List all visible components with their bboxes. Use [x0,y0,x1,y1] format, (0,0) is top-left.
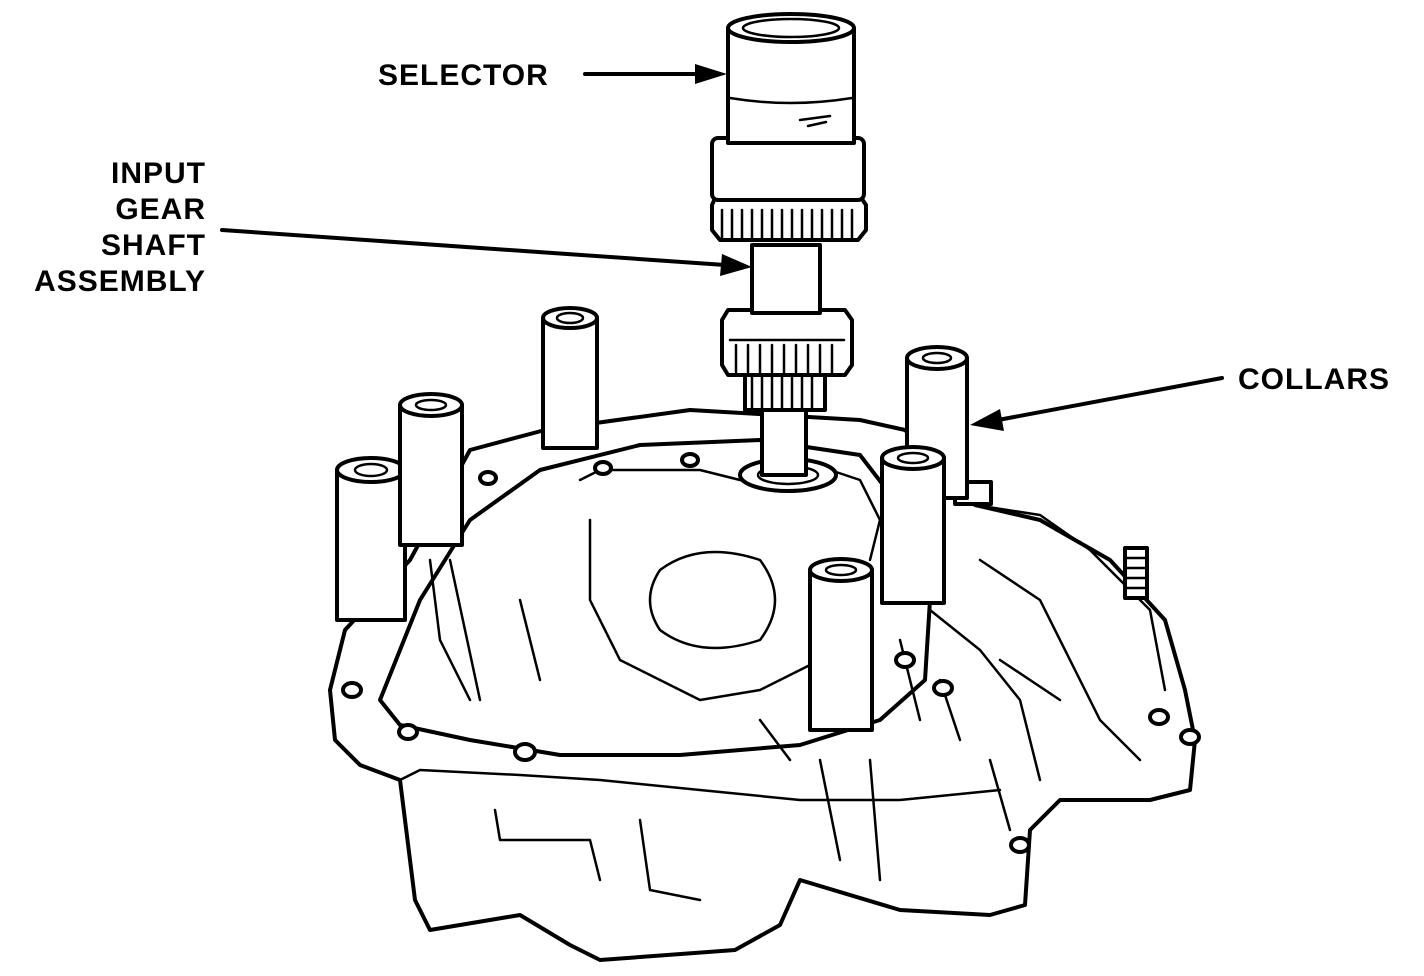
collar [335,456,407,622]
bolt-hole [1009,836,1031,854]
upper-shaft [750,243,822,315]
bolt-hole [593,460,613,476]
case-right-extension [928,503,1167,782]
input-gear-shaft-assembly [720,243,854,493]
selector-arrow [583,64,727,84]
label-line-input: INPUT [111,157,206,190]
label-line-gear: GEAR [115,193,206,226]
selector-tool [710,12,868,242]
collar [541,306,599,450]
collars-arrow [970,376,1224,431]
case-flange [328,408,1197,962]
selector-label: SELECTOR [378,59,549,92]
breather-body [1123,546,1149,600]
bolt-hole [932,679,954,697]
selector-cylinder [726,26,856,145]
label-line-shaft: SHAFT [101,229,206,262]
collar [398,392,464,547]
bolt-hole [478,470,498,486]
bolt-hole [1179,728,1201,746]
flange-bolt-holes [341,452,1201,854]
bolt-hole [341,681,363,699]
transaxle-case [328,408,1201,962]
collars [335,306,969,732]
input-shaft-arrow [220,228,752,276]
bolt-hole [397,723,419,741]
breather-fitting [1123,546,1149,600]
bolt-hole [680,452,700,468]
callout-arrows [220,64,1224,431]
label-line-assembly: ASSEMBLY [34,265,206,298]
bolt-hole [1148,708,1170,726]
selector-band [710,136,866,202]
case-internal-ribs [428,558,1062,762]
case-lower-body [398,758,1012,902]
collar [808,557,874,732]
bolt-hole [894,651,916,669]
collar [880,445,946,605]
bolt-hole [513,742,537,762]
lower-shaft [760,403,808,477]
collars-label: COLLARS [1238,363,1390,396]
input-gear-shaft-assembly-label: INPUT GEAR SHAFT ASSEMBLY [34,156,206,300]
